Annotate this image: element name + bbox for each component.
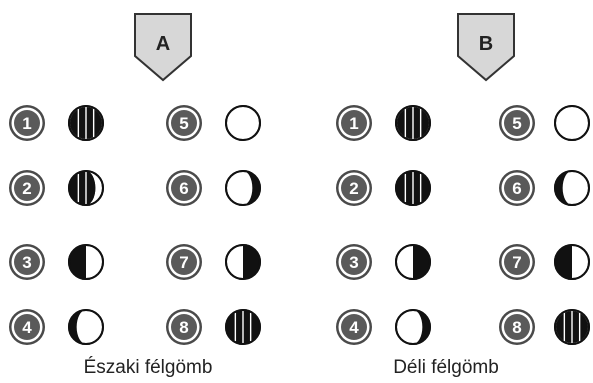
phase-number-badge: 5 <box>166 105 202 141</box>
moon-phase-half-right-dark <box>225 244 261 280</box>
phase-number: 7 <box>179 253 188 272</box>
moon-phase-half-left-dark <box>68 244 104 280</box>
phase-number-badge: 6 <box>499 170 535 206</box>
phase-number-badge: 7 <box>166 244 202 280</box>
phase-number: 3 <box>349 253 358 272</box>
panel-label-shield: B <box>457 13 515 82</box>
phase-number-badge: 7 <box>499 244 535 280</box>
phase-number-badge: 6 <box>166 170 202 206</box>
moon-phase-full-striped <box>554 309 590 345</box>
phase-number: 1 <box>22 114 31 133</box>
phase-number: 5 <box>512 114 521 133</box>
moon-phase-crescent-left-dark <box>68 309 104 345</box>
phase-number-badge: 1 <box>9 105 45 141</box>
phase-number: 6 <box>179 179 188 198</box>
phase-number-badge: 3 <box>336 244 372 280</box>
phase-number: 2 <box>22 179 31 198</box>
phase-number: 8 <box>179 318 188 337</box>
panel-label-shield: A <box>134 13 192 82</box>
caption-southern-hemisphere: Déli félgömb <box>393 357 499 378</box>
moon-phase-new <box>554 105 590 141</box>
phase-number-badge: 5 <box>499 105 535 141</box>
phase-number: 5 <box>179 114 188 133</box>
moon-phase-full-striped <box>395 105 431 141</box>
moon-phase-full-striped <box>68 105 104 141</box>
phase-number: 4 <box>349 318 359 337</box>
moon-phase-new <box>225 105 261 141</box>
panel-southern-hemisphere: B 1 2 3 4 5 6 7 8 <box>336 13 590 345</box>
moon-phase-half-right-dark <box>395 244 431 280</box>
phase-number-badge: 8 <box>499 309 535 345</box>
moon-phase-crescent-right-dark <box>395 309 431 345</box>
phase-number: 1 <box>349 114 358 133</box>
phase-number-badge: 1 <box>336 105 372 141</box>
moon-phase-half-left-dark <box>554 244 590 280</box>
phase-number: 7 <box>512 253 521 272</box>
moon-phase-crescent-left-dark <box>554 170 590 206</box>
phase-number: 2 <box>349 179 358 198</box>
phase-number: 4 <box>22 318 32 337</box>
panel-northern-hemisphere: A 1 2 3 4 5 6 7 8 <box>9 13 261 345</box>
shield-shape <box>134 13 192 82</box>
moon-phase-gibbous-left-dark <box>68 170 104 206</box>
phase-number-badge: 8 <box>166 309 202 345</box>
phase-number-badge: 2 <box>336 170 372 206</box>
shield-shape <box>457 13 515 82</box>
phase-number-badge: 2 <box>9 170 45 206</box>
panel-letter: B <box>479 33 493 55</box>
moon-phase-crescent-right-dark <box>225 170 261 206</box>
phase-number-badge: 3 <box>9 244 45 280</box>
phase-number: 3 <box>22 253 31 272</box>
phase-number-badge: 4 <box>336 309 372 345</box>
phase-number: 8 <box>512 318 521 337</box>
caption-northern-hemisphere: Északi félgömb <box>83 357 213 378</box>
moon-phase-gibbous-striped <box>225 309 261 345</box>
moon-phase-gibbous-striped <box>395 170 431 206</box>
phase-number: 6 <box>512 179 521 198</box>
panel-letter: A <box>156 33 170 55</box>
phase-number-badge: 4 <box>9 309 45 345</box>
